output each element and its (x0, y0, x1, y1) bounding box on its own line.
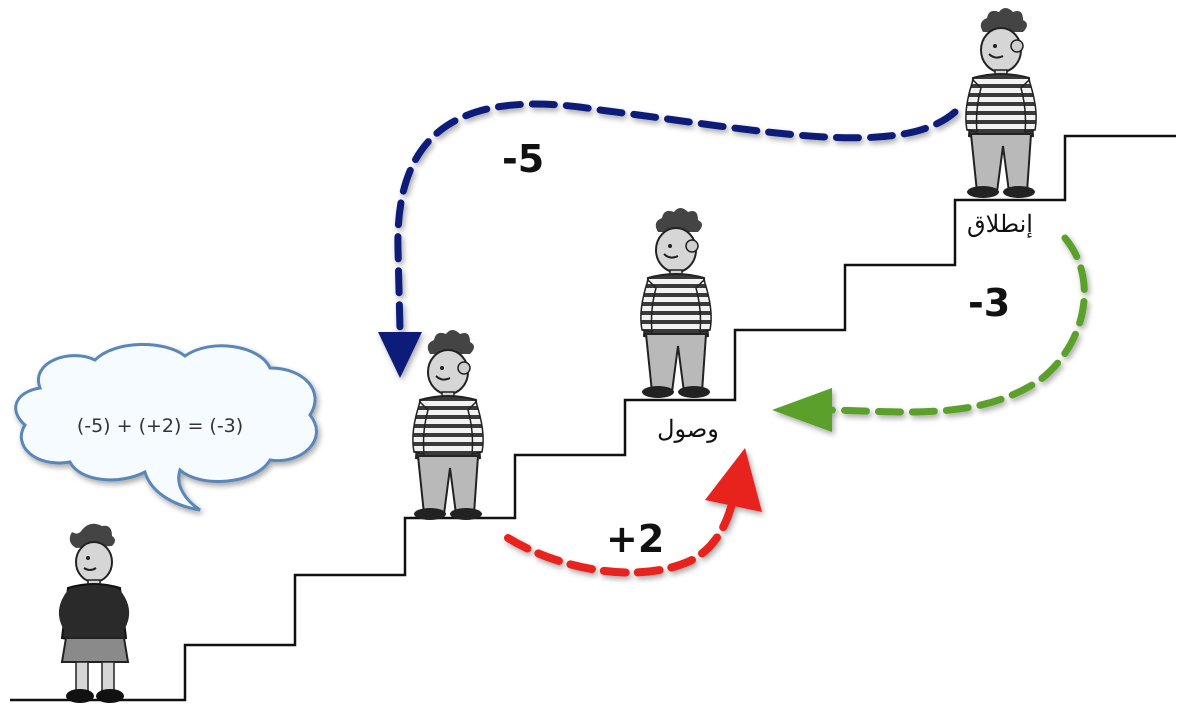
move-total-label: -3 (968, 281, 1010, 325)
figure-after-first-move (413, 330, 483, 520)
move-first-label: -5 (502, 137, 544, 181)
start-label: إنطلاق (967, 210, 1033, 238)
bubble-equation: (-5) + (+2) = (-3) (77, 415, 243, 437)
figure-start (966, 8, 1036, 198)
arrival-label: وصول (657, 415, 719, 443)
figure-speaker (59, 524, 129, 703)
move-second-label: +2 (606, 517, 664, 561)
move-total-arrow (772, 238, 1084, 432)
figure-arrival (641, 208, 711, 398)
